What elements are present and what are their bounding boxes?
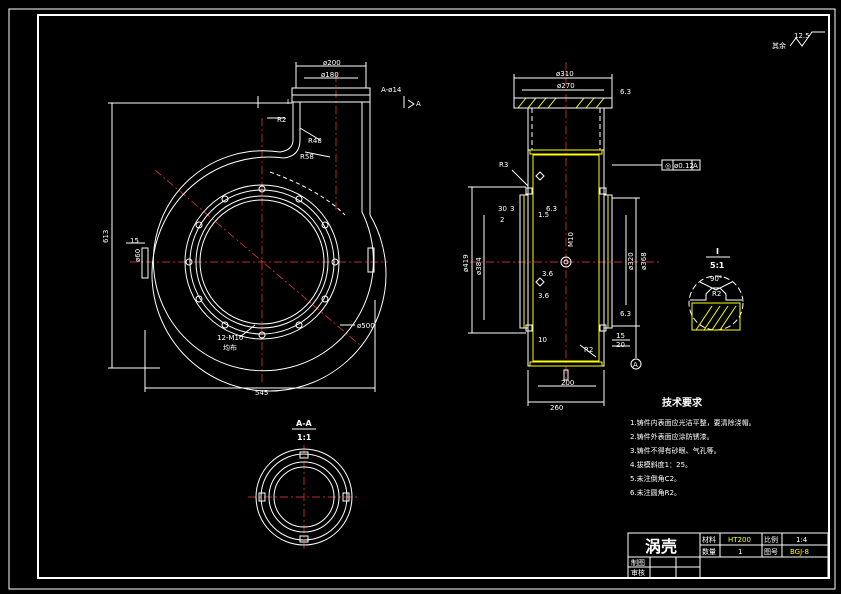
tech-req-5: 5.未注倒角C2。 (630, 474, 681, 483)
dim-12-m10: 12-M10 (217, 334, 243, 342)
section-mark-a: A (416, 100, 421, 108)
detail-angle: 90° (710, 275, 722, 283)
dim-a-d14: A-ø14 (381, 86, 402, 94)
dim-20: 20 (616, 341, 625, 349)
drawing-no-value: BGJ-8 (790, 548, 809, 556)
part-name: 涡壳 (645, 537, 677, 556)
dim-613: 613 (102, 230, 110, 243)
dim-2: 2 (500, 216, 504, 224)
dim-uniform: 均布 (223, 343, 237, 352)
dim-260: 260 (550, 404, 563, 412)
tech-req-1: 1.铸件内表面应光洁平整，要清除浇帽。 (630, 418, 756, 427)
roughness-mark: 12.5 其余 (772, 31, 825, 50)
scale-label: 比例 (764, 535, 778, 544)
scale-value: 1:4 (796, 536, 808, 544)
dim-d200: ø200 (323, 59, 341, 67)
dim-1-5: 1.5 (538, 211, 549, 219)
dim-m10: M10 (567, 232, 575, 247)
side-view: ø310 ø270 6.3 R3 30 3 2 1.5 6.3 M10 ø419… (462, 62, 701, 412)
dim-d384: ø384 (475, 257, 483, 275)
detail-scale: 5:1 (710, 261, 725, 270)
tol-value: ø0.12 (674, 162, 694, 170)
dim-d320: ø320 (627, 252, 635, 270)
dim-d500: ø500 (357, 322, 375, 330)
roughness-3-6-b: 3.6 (538, 292, 550, 300)
sheet-border (8, 8, 836, 590)
dim-r2-side: R2 (584, 346, 593, 354)
tech-req-4: 4.拔模斜度1：25。 (630, 460, 692, 469)
detail-radius: R2 (712, 290, 721, 298)
roughness-6-3-c: 6.3 (620, 310, 631, 318)
designer-label: 制图 (631, 558, 645, 567)
tol-symbol: ◎ (665, 162, 671, 170)
dim-3: 3 (510, 205, 514, 213)
quantity-value: 1 (738, 548, 742, 556)
material-value: HT200 (728, 536, 751, 544)
section-view: A-A 1:1 (248, 419, 360, 550)
tol-datum: A (693, 162, 698, 170)
roughness-value: 12.5 (794, 32, 810, 40)
tech-req-3: 3.铸件不得有砂眼、气孔等。 (630, 446, 721, 455)
dim-30: 30 (498, 205, 507, 213)
roughness-note: 其余 (772, 41, 786, 50)
dim-10: 10 (538, 336, 547, 344)
tech-req-6: 6.未注圆角R2。 (630, 488, 681, 497)
dim-200: 200 (561, 379, 574, 387)
dim-d270: ø270 (557, 82, 575, 90)
dim-d180: ø180 (321, 71, 339, 79)
roughness-6-3-a: 6.3 (620, 88, 631, 96)
dim-d310: ø310 (556, 70, 574, 78)
dim-545: 545 (255, 389, 268, 397)
checker-label: 审核 (631, 568, 645, 577)
drawing-frame (37, 14, 830, 579)
dim-d368: ø368 (640, 252, 648, 270)
technical-requirements: 技术要求 1.铸件内表面应光洁平整，要清除浇帽。 2.铸件外表面应涂防锈漆。 3… (630, 396, 756, 497)
dim-r48: R48 (308, 137, 322, 145)
section-scale: 1:1 (297, 433, 312, 442)
tech-req-title: 技术要求 (662, 396, 703, 409)
detail-label: I (716, 247, 719, 256)
dim-d60: ø60 (134, 249, 142, 262)
drawing-no-label: 图号 (764, 548, 778, 556)
roughness-6-3-b: 6.3 (546, 205, 557, 213)
detail-mark-i: I (287, 98, 289, 106)
dim-r3: R3 (499, 161, 508, 169)
dim-15-side: 15 (616, 332, 625, 340)
section-label: A-A (296, 419, 313, 428)
tech-req-2: 2.铸件外表面应涂防锈漆。 (630, 432, 714, 441)
dim-r58: R58 (300, 153, 314, 161)
datum-a: A (633, 361, 638, 369)
dim-d419: ø419 (462, 254, 470, 272)
title-block: 涡壳 材料 HT200 比例 1:4 数量 1 图号 BGJ-8 制图 审核 (627, 532, 829, 579)
quantity-label: 数量 (702, 547, 716, 556)
dim-15: 15 (130, 237, 139, 245)
detail-view: I 5:1 90° R2 (688, 247, 744, 331)
roughness-3-6-a: 3.6 (542, 270, 554, 278)
material-label: 材料 (702, 535, 716, 544)
dim-r2: R2 (277, 116, 286, 124)
front-view: ø200 ø180 A-ø14 A I R2 R48 R58 613 15 ø6… (102, 59, 421, 397)
